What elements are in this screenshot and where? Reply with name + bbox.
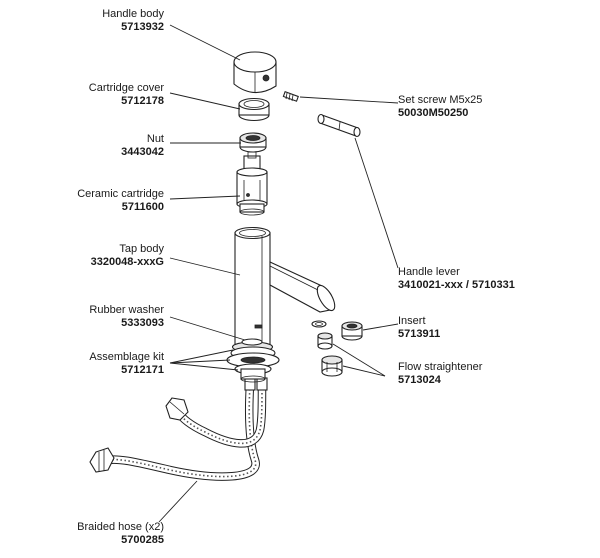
number-handle-body: 5713932 (121, 21, 164, 33)
number-set-screw: 50030M50250 (398, 107, 468, 119)
assemblage-kit-part (226, 346, 280, 383)
nut-part (239, 132, 267, 153)
label-insert: Insert (398, 315, 426, 327)
label-set-screw: Set screw M5x25 (398, 94, 482, 106)
ceramic-cartridge-part (236, 151, 268, 216)
label-nut: Nut (147, 133, 164, 145)
number-insert: 5713911 (398, 328, 440, 340)
braided-hoses (89, 377, 268, 481)
number-ceramic-cartridge: 5711600 (122, 201, 164, 213)
set-screw-part (282, 91, 299, 102)
number-nut: 3443042 (121, 146, 164, 158)
label-flow-straightener: Flow straightener (398, 361, 483, 373)
label-handle-lever: Handle lever (398, 266, 460, 278)
insert-part (311, 320, 363, 341)
number-cartridge-cover: 5712178 (121, 95, 164, 107)
number-flow-straightener: 5713024 (398, 374, 442, 386)
label-handle-body: Handle body (102, 8, 164, 20)
cartridge-cover-part (238, 97, 270, 122)
leader-lines (158, 24, 399, 523)
flow-straightener-part (317, 332, 343, 377)
label-ceramic-cartridge: Ceramic cartridge (77, 188, 164, 200)
handle-lever-part (317, 113, 361, 138)
label-cartridge-cover: Cartridge cover (89, 82, 165, 94)
label-braided-hose: Braided hose (x2) (77, 521, 164, 533)
number-tap-body: 3320048-xxxG (91, 256, 164, 268)
label-assemblage-kit: Assemblage kit (89, 351, 164, 363)
handle-body-part (233, 51, 277, 94)
number-braided-hose: 5700285 (121, 534, 164, 546)
number-assemblage-kit: 5712171 (121, 364, 164, 376)
label-rubber-washer: Rubber washer (89, 304, 164, 316)
rubber-washer-part (241, 338, 263, 346)
number-rubber-washer: 5333093 (121, 317, 164, 329)
label-tap-body: Tap body (119, 243, 164, 255)
number-handle-lever: 3410021-xxx / 5710331 (398, 279, 515, 291)
